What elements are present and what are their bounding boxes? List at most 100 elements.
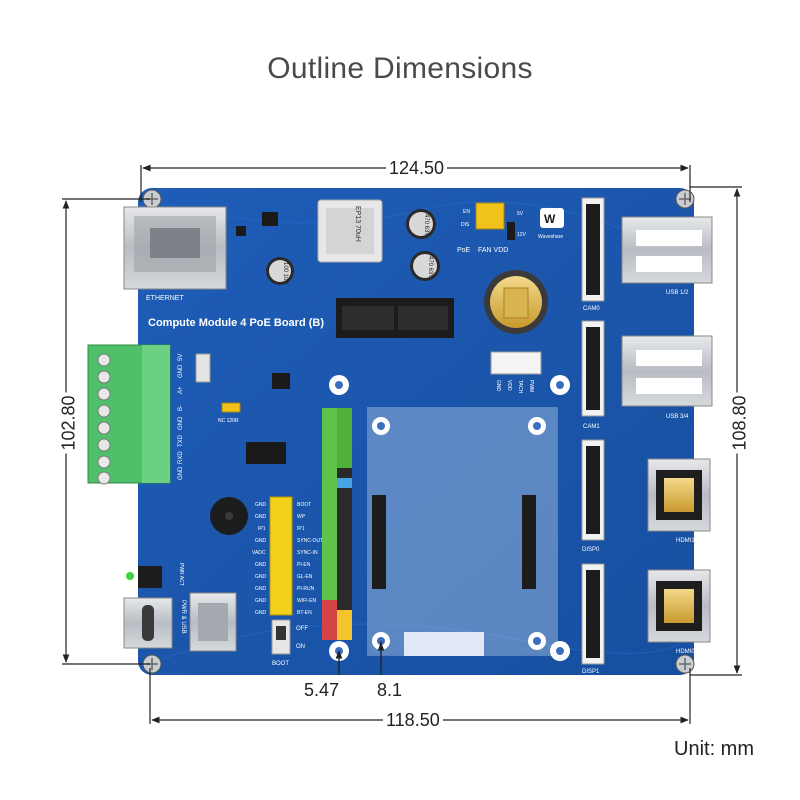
disp0-label: DISP0: [582, 547, 600, 553]
capacitor: [410, 251, 440, 281]
usb-port-1-2: [621, 216, 713, 284]
boot-label: BOOT: [272, 661, 289, 667]
header-label: GL-EN: [297, 574, 313, 580]
height-left-value: 102.80: [58, 392, 79, 454]
hdmi0-label: HDMI0: [676, 649, 695, 655]
usb-c-port: [123, 597, 173, 649]
terminal-block: [87, 344, 171, 485]
hdmi0-port: [647, 569, 711, 643]
standoff: [550, 641, 570, 661]
page-title: Outline Dimensions: [267, 52, 533, 85]
terminal-pin-labels: GND RXD TXD GND B- A+ GND 5V: [178, 354, 184, 480]
hole-y-value: 8.1: [374, 680, 406, 700]
hole-x-value: 5.47: [301, 680, 343, 700]
capacitor: [266, 257, 294, 285]
boot-switch: [271, 619, 291, 655]
poe-transformer: [317, 199, 383, 263]
component: [195, 353, 211, 383]
fan-vdd-label: FAN VDD: [478, 247, 508, 254]
hdmi1-port: [647, 458, 711, 532]
micro-usb-port: [189, 592, 237, 652]
height-right-value: 108.80: [729, 392, 750, 454]
header-label: GND: [255, 574, 267, 580]
ic-chip: [246, 442, 286, 464]
hdmi1-label: HDMI1: [676, 538, 695, 544]
terminal-pin-label: RXD: [178, 451, 184, 464]
fan-pin-label: TACH: [517, 380, 523, 394]
standoff: [550, 375, 570, 395]
off-label: OFF: [296, 626, 308, 632]
width-bottom-value: 118.50: [383, 710, 443, 730]
capacitor-label: 470 63V: [423, 214, 429, 236]
fan-header: [490, 351, 542, 375]
header-label: GND: [255, 586, 267, 592]
gpio-header-yellow: [269, 496, 293, 616]
header-labels-right: BOOT WP IP1 SYNC-OUT SYNC-IN PI-EN GL-EN…: [297, 502, 323, 616]
ic-chip: [262, 212, 278, 226]
fan-pin-labels: GND VDD TACH PWM: [495, 380, 534, 394]
nc-120r-label: NC 120R: [218, 418, 239, 424]
width-top-value: 124.50: [386, 158, 448, 178]
terminal-pin-label: TXD: [178, 434, 184, 447]
cam1-label: CAM1: [583, 424, 600, 430]
capacitor-label: 470 63V: [427, 256, 433, 278]
brand-label: Waveshare: [538, 234, 563, 240]
board-name: Compute Module 4 PoE Board (B): [148, 317, 324, 329]
disp0-connector: [581, 439, 605, 541]
transformer-label: EP13 70uH: [354, 206, 361, 242]
ethernet-label: ETHERNET: [146, 295, 184, 302]
header-label: BT-EN: [297, 610, 312, 616]
header-labels-left: GND GND IP1 GND VADC GND GND GND GND GND: [252, 502, 267, 616]
terminal-pin-label: GND: [178, 466, 184, 480]
terminal-pin-label: 5V: [178, 354, 184, 361]
jumper-voltage: [507, 222, 515, 240]
header-label: WP: [297, 514, 306, 520]
jumper-120r: [221, 402, 241, 413]
header-label: IP1: [297, 526, 305, 532]
led-indicators: [126, 566, 162, 588]
svg-text:W: W: [544, 212, 556, 226]
ethernet-jack: [123, 206, 227, 290]
header-label: GND: [255, 610, 267, 616]
header-label: PI-RUN: [297, 586, 315, 592]
12v-label: 12V: [517, 232, 527, 238]
usb-port-3-4: [621, 335, 713, 407]
ic-chip: [272, 373, 290, 389]
gpio-40pin-header: [322, 408, 352, 640]
cam1-connector: [581, 320, 605, 417]
pcie-slot: [336, 298, 454, 338]
cam0-connector: [581, 197, 605, 302]
fan-pin-label: PWM: [528, 380, 534, 392]
header-label: SYNC-IN: [297, 550, 318, 556]
usb12-label: USB 1/2: [666, 290, 689, 296]
standoff: [528, 632, 546, 650]
ic-chip: [236, 226, 246, 236]
fan-pin-label: VDD: [506, 380, 512, 391]
terminal-pin-label: A+: [178, 386, 184, 394]
header-label: GND: [255, 514, 267, 520]
terminal-pin-label: GND: [178, 364, 184, 378]
header-label: GND: [255, 562, 267, 568]
terminal-pin-label: B-: [178, 405, 184, 411]
unit-label: Unit: mm: [674, 738, 754, 760]
capacitor: [406, 209, 436, 239]
5v-label: 5V: [517, 211, 524, 217]
mounting-screw-bottom-left: [142, 654, 162, 674]
cam0-label: CAM0: [583, 306, 600, 312]
header-label: VADC: [252, 550, 266, 556]
header-label: SYNC-OUT: [297, 538, 323, 544]
usb34-label: USB 3/4: [666, 414, 689, 420]
capacitor-label: 100 10V: [282, 262, 288, 284]
fan-pin-label: GND: [495, 380, 501, 392]
cm4-socket-area: [367, 407, 558, 656]
pwr-usb-label: PWR & USB: [180, 600, 186, 634]
standoff: [528, 417, 546, 435]
header-label: WIFI-EN: [297, 598, 317, 604]
header-label: GND: [255, 598, 267, 604]
header-label: IP1: [258, 526, 266, 532]
waveshare-logo: W: [540, 208, 564, 228]
en-label: EN: [463, 209, 470, 215]
jumper-en-dis: [475, 202, 505, 230]
standoff: [329, 375, 349, 395]
